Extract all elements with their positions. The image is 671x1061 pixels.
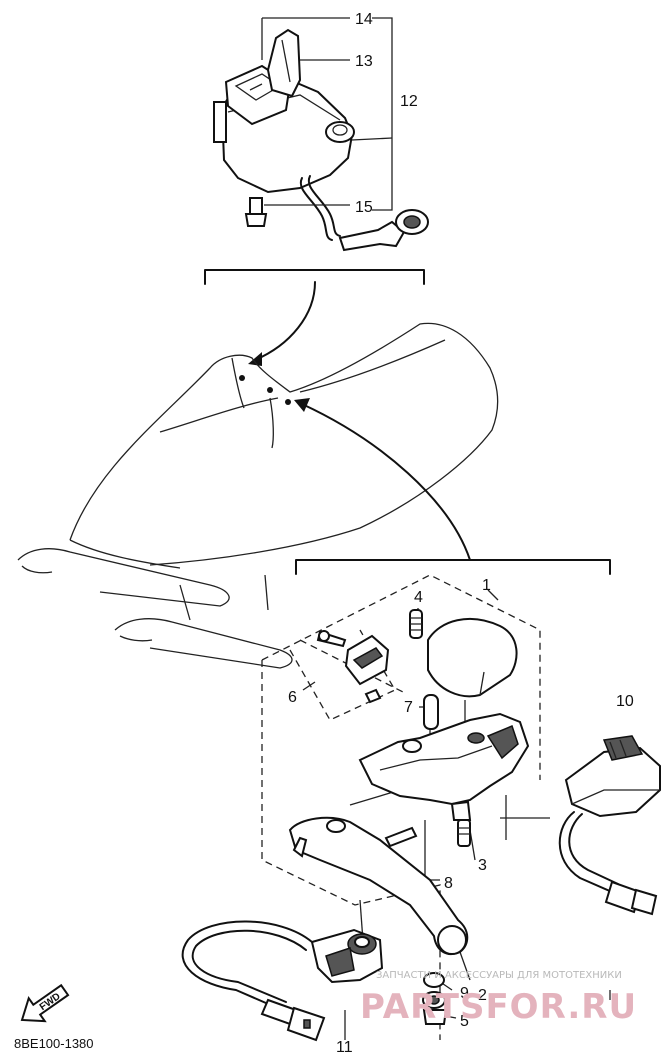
callout-6: 6 <box>288 689 297 706</box>
callout-12: 12 <box>400 93 418 110</box>
callout-15: 15 <box>355 199 373 216</box>
callout-7: 7 <box>404 699 413 716</box>
callout-10: 10 <box>616 693 634 710</box>
drawing-code: 8BE100-1380 <box>14 1036 94 1051</box>
callout-4: 4 <box>414 589 423 606</box>
callout-8: 8 <box>444 875 453 892</box>
fwd-arrow-icon: FWD <box>20 983 70 1023</box>
callout-9: 9 <box>460 985 469 1002</box>
callout-3: 3 <box>478 857 487 874</box>
top-callout-leaders <box>261 17 393 211</box>
watermark-subtitle: ЗАПЧАСТИ И АКСЕССУАРЫ ДЛЯ МОТОТЕХНИКИ <box>376 970 622 981</box>
callout-11: 11 <box>336 1039 353 1056</box>
switch-assembly <box>213 28 429 252</box>
screw-15 <box>244 197 268 227</box>
snowmobile-outline <box>17 322 499 669</box>
watermark-brand: PARTSFOR.RU <box>360 987 637 1027</box>
callout-13: 13 <box>355 53 373 70</box>
callout-5: 5 <box>460 1013 469 1030</box>
callout-1: 1 <box>482 577 491 594</box>
callout-14: 14 <box>355 11 373 28</box>
lever-assembly-parts <box>181 609 661 1042</box>
callout-2: 2 <box>478 987 487 1004</box>
